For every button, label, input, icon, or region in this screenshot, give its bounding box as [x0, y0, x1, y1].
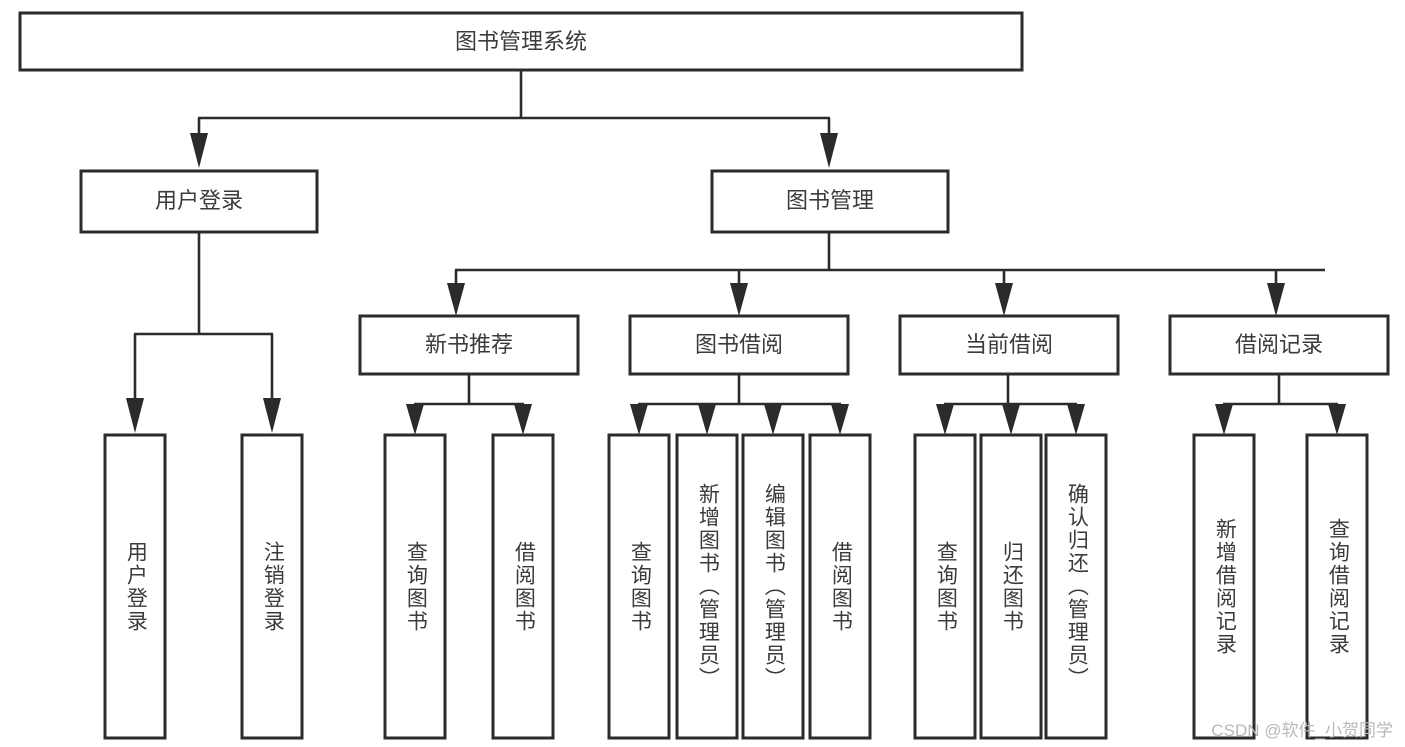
watermark-text: CSDN @软件_小贺同学: [1211, 721, 1393, 740]
leaf-label-book-borrow-4: 借阅图书: [829, 540, 853, 633]
node-user-login[interactable]: 用户登录: [79, 169, 319, 234]
leaf-boxes-current-borrow: [913, 433, 1108, 740]
leaf-box-new-book-1[interactable]: [383, 433, 447, 740]
arrow-current-c2: [1002, 404, 1020, 435]
arrow-book-c1: [447, 283, 465, 316]
connector-group-current-borrow: [936, 374, 1085, 435]
node-book-borrow-label: 图书借阅: [695, 332, 783, 357]
leaf-label-new-book-1: 查询图书: [404, 540, 428, 633]
node-user-login-label: 用户登录: [155, 188, 243, 213]
leaf-box-book-borrow-1[interactable]: [607, 433, 671, 740]
leaf-label-book-borrow-3: 编辑图书（管理员）: [762, 483, 786, 690]
leaf-label-user-login-2: 注销登录: [261, 540, 285, 633]
arrow-root-to-book: [820, 133, 838, 168]
arrow-current-c1: [936, 404, 954, 435]
arrow-bookborrow-c2: [698, 404, 716, 435]
arrow-user-c2: [263, 398, 281, 433]
node-book-borrow-box[interactable]: [628, 314, 850, 376]
leaf-box-book-borrow-2[interactable]: [675, 433, 739, 740]
node-root[interactable]: 图书管理系统: [18, 11, 1024, 72]
leaf-box-borrow-record-2[interactable]: [1305, 433, 1369, 740]
leaf-box-user-login-1[interactable]: [103, 433, 167, 740]
leaf-label-new-book-2: 借阅图书: [512, 540, 536, 633]
connector-group-borrow-record: [1215, 374, 1346, 435]
node-book-manage-label: 图书管理: [786, 188, 874, 213]
leaf-box-current-borrow-1[interactable]: [913, 433, 977, 740]
leaf-label-current-borrow-1: 查询图书: [934, 540, 958, 633]
arrow-current-c3: [1067, 404, 1085, 435]
node-book-manage-box[interactable]: [710, 169, 950, 234]
node-new-book-box[interactable]: [358, 314, 580, 376]
leaf-box-current-borrow-3[interactable]: [1044, 433, 1108, 740]
connector-group-book-manage: [447, 232, 1325, 316]
node-current-borrow-box[interactable]: [898, 314, 1120, 376]
leaf-box-user-login-2[interactable]: [240, 433, 304, 740]
arrow-book-c2: [730, 283, 748, 316]
arrow-root-to-user: [190, 133, 208, 168]
connector-group-book-borrow: [630, 374, 849, 435]
arrow-user-c1: [126, 398, 144, 433]
leaf-boxes-book-borrow: [607, 433, 872, 740]
leaf-label-borrow-record-1: 新增借阅记录: [1213, 517, 1237, 656]
node-borrow-record-label: 借阅记录: [1235, 332, 1323, 357]
arrow-newbook-c2: [514, 404, 532, 435]
leaf-label-book-borrow-2: 新增图书（管理员）: [696, 483, 720, 690]
arrow-record-c2: [1328, 404, 1346, 435]
node-root-box[interactable]: [18, 11, 1024, 72]
arrow-book-c4: [1267, 283, 1285, 316]
arrow-bookborrow-c4: [831, 404, 849, 435]
leaf-box-borrow-record-1[interactable]: [1192, 433, 1256, 740]
connector-group-root: [190, 70, 838, 168]
node-user-login-box[interactable]: [79, 169, 319, 234]
leaf-boxes-borrow-record: [1192, 433, 1369, 740]
node-new-book[interactable]: 新书推荐: [358, 314, 580, 376]
leaf-box-current-borrow-2[interactable]: [979, 433, 1043, 740]
arrow-bookborrow-c1: [630, 404, 648, 435]
arrow-bookborrow-c3: [764, 404, 782, 435]
leaf-box-new-book-2[interactable]: [491, 433, 555, 740]
leaf-label-current-borrow-3: 确认归还（管理员）: [1065, 483, 1089, 690]
leaf-label-book-borrow-1: 查询图书: [628, 540, 652, 633]
arrow-newbook-c1: [406, 404, 424, 435]
leaf-label-borrow-record-2: 查询借阅记录: [1326, 517, 1350, 656]
connector-group-new-book: [406, 374, 532, 435]
node-borrow-record-box[interactable]: [1168, 314, 1390, 376]
node-root-label: 图书管理系统: [455, 29, 587, 54]
node-current-borrow[interactable]: 当前借阅: [898, 314, 1120, 376]
leaf-box-book-borrow-4[interactable]: [808, 433, 872, 740]
connector-group-user-login: [126, 232, 281, 433]
node-new-book-label: 新书推荐: [425, 332, 513, 357]
leaf-label-user-login-1: 用户登录: [124, 540, 148, 633]
arrow-record-c1: [1215, 404, 1233, 435]
node-current-borrow-label: 当前借阅: [965, 332, 1053, 357]
arrow-book-c3: [995, 283, 1013, 316]
leaf-boxes-user-login: [103, 433, 304, 740]
leaf-boxes-new-book: [383, 433, 555, 740]
node-borrow-record[interactable]: 借阅记录: [1168, 314, 1390, 376]
leaf-label-current-borrow-2: 归还图书: [1000, 540, 1024, 633]
node-book-borrow[interactable]: 图书借阅: [628, 314, 850, 376]
leaf-box-book-borrow-3[interactable]: [741, 433, 805, 740]
node-book-manage[interactable]: 图书管理: [710, 169, 950, 234]
